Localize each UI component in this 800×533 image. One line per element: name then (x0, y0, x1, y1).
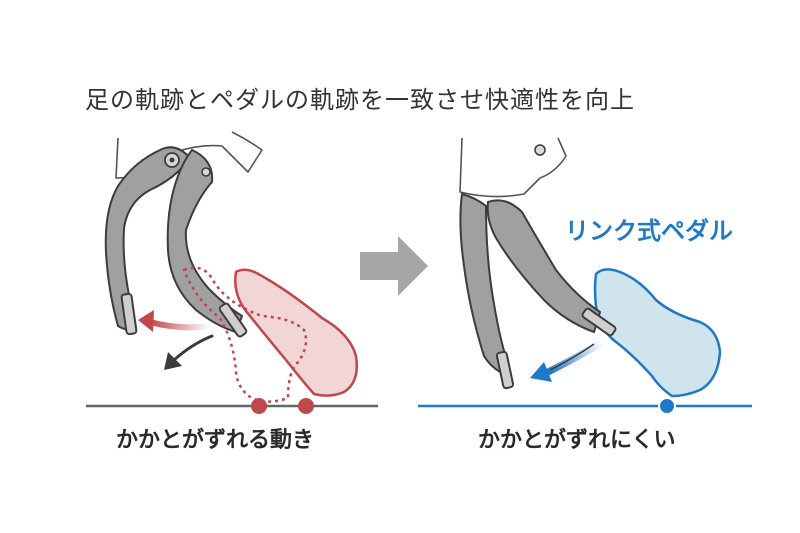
right-trousers (459, 137, 567, 198)
left-heel-point-b (298, 398, 314, 414)
link-pedal-label: リンク式ペダル (565, 217, 733, 245)
left-rear-pedal (120, 292, 138, 336)
left-heel-shift-arrow (138, 310, 213, 332)
right-rear-pedal (495, 350, 515, 390)
headline: 足の軌跡とペダルの軌跡を一致させ快適性を向上 (85, 86, 635, 114)
left-panel (86, 131, 378, 414)
left-knee-joint (164, 152, 211, 177)
left-heel-point-a (251, 398, 267, 414)
left-caption: かかとがずれる動き (116, 428, 315, 453)
left-motion-arrow (164, 334, 214, 370)
transition-arrow (360, 236, 428, 296)
left-shoe-current (234, 268, 358, 397)
right-heel-point (658, 397, 676, 415)
right-front-pedal (581, 307, 617, 337)
right-hip-joint (534, 144, 546, 156)
right-panel (418, 137, 752, 415)
right-caption: かかとがずれにくい (478, 428, 676, 453)
left-front-pedal (218, 302, 248, 338)
left-shoe-previous (182, 266, 308, 403)
right-motion-arrow (530, 338, 606, 382)
